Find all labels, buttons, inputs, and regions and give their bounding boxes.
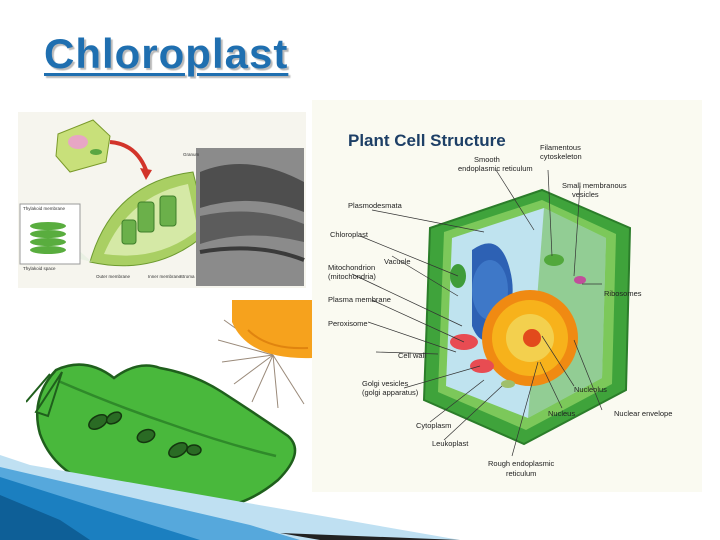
decorative-stripes xyxy=(0,455,460,540)
label-nucleus: Nucleus xyxy=(548,409,575,418)
label-cell-wall: Cell wall xyxy=(398,351,426,360)
label-golgi-1: Golgi vesicles xyxy=(362,379,409,388)
micrograph xyxy=(196,148,305,286)
chloroplast-diagram: Granum Thylakoid membrane Thylakoid spac… xyxy=(18,112,306,288)
label-leukoplast: Leukoplast xyxy=(432,439,469,448)
label-cytoplasm: Cytoplasm xyxy=(416,421,451,430)
label-granum: Granum xyxy=(183,152,200,157)
label-mitochondrion-1: Mitochondrion xyxy=(328,263,375,272)
label-small-vesicles-1: Small membranous xyxy=(562,181,627,190)
label-thylakoid-membrane: Thylakoid membrane xyxy=(23,206,66,211)
plant-cell xyxy=(422,188,632,446)
label-thylakoid-space: Thylakoid space xyxy=(23,266,56,271)
label-ribosomes: Ribosomes xyxy=(604,289,642,298)
label-mitochondrion-2: (mitochondria) xyxy=(328,272,376,281)
label-chloroplast: Chloroplast xyxy=(330,230,369,239)
label-plasmodesmata: Plasmodesmata xyxy=(348,201,403,210)
label-stroma: Stroma xyxy=(180,274,195,279)
label-peroxisome: Peroxisome xyxy=(328,319,368,328)
thylakoid-inset xyxy=(19,203,81,265)
plant-cell-title: Plant Cell Structure xyxy=(348,131,506,150)
label-inner-membrane: Inner membrane xyxy=(148,274,182,279)
sun-icon xyxy=(218,300,312,409)
slide-title: Chloroplast xyxy=(44,30,289,77)
arrow-icon xyxy=(109,140,148,171)
label-smooth-er-2: endoplasmic reticulum xyxy=(458,164,533,173)
label-rough-er-1: Rough endoplasmic xyxy=(488,459,555,468)
label-smooth-er-1: Smooth xyxy=(474,155,500,164)
label-golgi-2: (golgi apparatus) xyxy=(362,388,419,397)
plant-cell-diagram: Plant Cell Structure xyxy=(312,100,702,492)
label-outer-membrane: Outer membrane xyxy=(96,274,131,279)
label-small-vesicles-2: vesicles xyxy=(572,190,599,199)
label-filamentous-1: Filamentous xyxy=(540,143,581,152)
cartoon-chloroplast xyxy=(26,363,297,510)
label-nucleolus: Nucleolus xyxy=(574,385,607,394)
label-rough-er-2: reticulum xyxy=(506,469,536,478)
label-vacuole: Vacuole xyxy=(384,257,411,266)
label-nuclear-envelope: Nuclear envelope xyxy=(614,409,672,418)
label-plasma-membrane: Plasma membrane xyxy=(328,295,391,304)
cell-thumbnail xyxy=(55,119,111,173)
label-filamentous-2: cytoskeleton xyxy=(540,152,582,161)
